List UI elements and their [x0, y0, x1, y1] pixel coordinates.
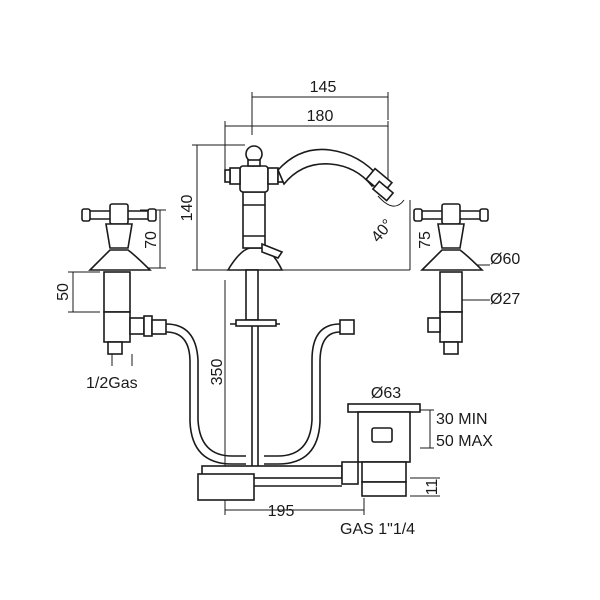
dim-140: 140 — [179, 195, 196, 222]
dim-195: 195 — [268, 503, 295, 520]
dim-30-min: 30 MIN — [436, 411, 488, 428]
dim-145: 145 — [310, 79, 337, 96]
dim-70: 70 — [143, 231, 160, 249]
dim-diameter-60: Ø60 — [490, 251, 520, 268]
dim-diameter-27: Ø27 — [490, 291, 520, 308]
dim-diameter-63: Ø63 — [371, 385, 401, 402]
right-handle-valve — [413, 203, 489, 355]
dimension-lines — [68, 92, 490, 515]
dim-350: 350 — [209, 359, 226, 386]
left-handle-valve — [81, 203, 157, 366]
dim-50: 50 — [55, 283, 72, 301]
gas-main-label: GAS 1"1/4 — [340, 521, 415, 538]
dim-50-max: 50 MAX — [436, 433, 493, 450]
dim-40-degrees: 40° — [368, 216, 397, 245]
central-spout — [224, 145, 395, 470]
dim-75: 75 — [417, 231, 434, 249]
pop-up-waste — [197, 403, 421, 501]
flexible-hoses — [151, 319, 355, 465]
dim-180: 180 — [307, 108, 334, 125]
gas-half-label: 1/2Gas — [86, 375, 138, 392]
dim-11: 11 — [424, 479, 441, 496]
